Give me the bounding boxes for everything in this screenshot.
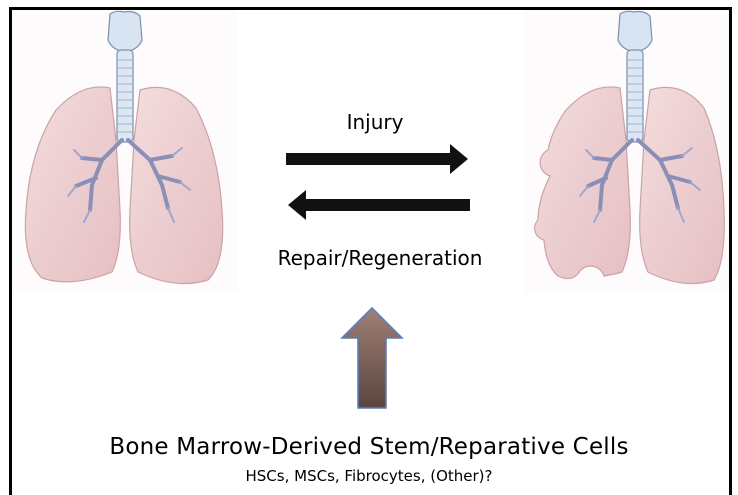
repair-regeneration-label: Repair/Regeneration [250,246,510,270]
trachea [627,50,643,142]
injured-lungs-panel [524,10,729,292]
trachea [117,50,133,142]
injury-label: Injury [300,110,450,134]
right-arrow-icon [286,144,468,174]
healthy-lungs-illustration [12,10,238,292]
right-lung [640,87,725,283]
up-arrow-icon [340,306,404,410]
injured-lungs-illustration [524,10,729,292]
larynx [618,11,652,52]
larynx [108,11,142,52]
damaged-left-lung [535,87,631,279]
right-lung [130,87,223,283]
bone-marrow-title: Bone Marrow-Derived Stem/Reparative Cell… [40,434,698,460]
frame-border-right [729,7,732,495]
cell-types-subtitle: HSCs, MSCs, Fibrocytes, (Other)? [40,467,698,485]
left-arrow-icon [288,190,470,220]
injury-repair-arrows [284,142,474,222]
left-lung [25,87,120,282]
healthy-lungs-panel [12,10,238,292]
